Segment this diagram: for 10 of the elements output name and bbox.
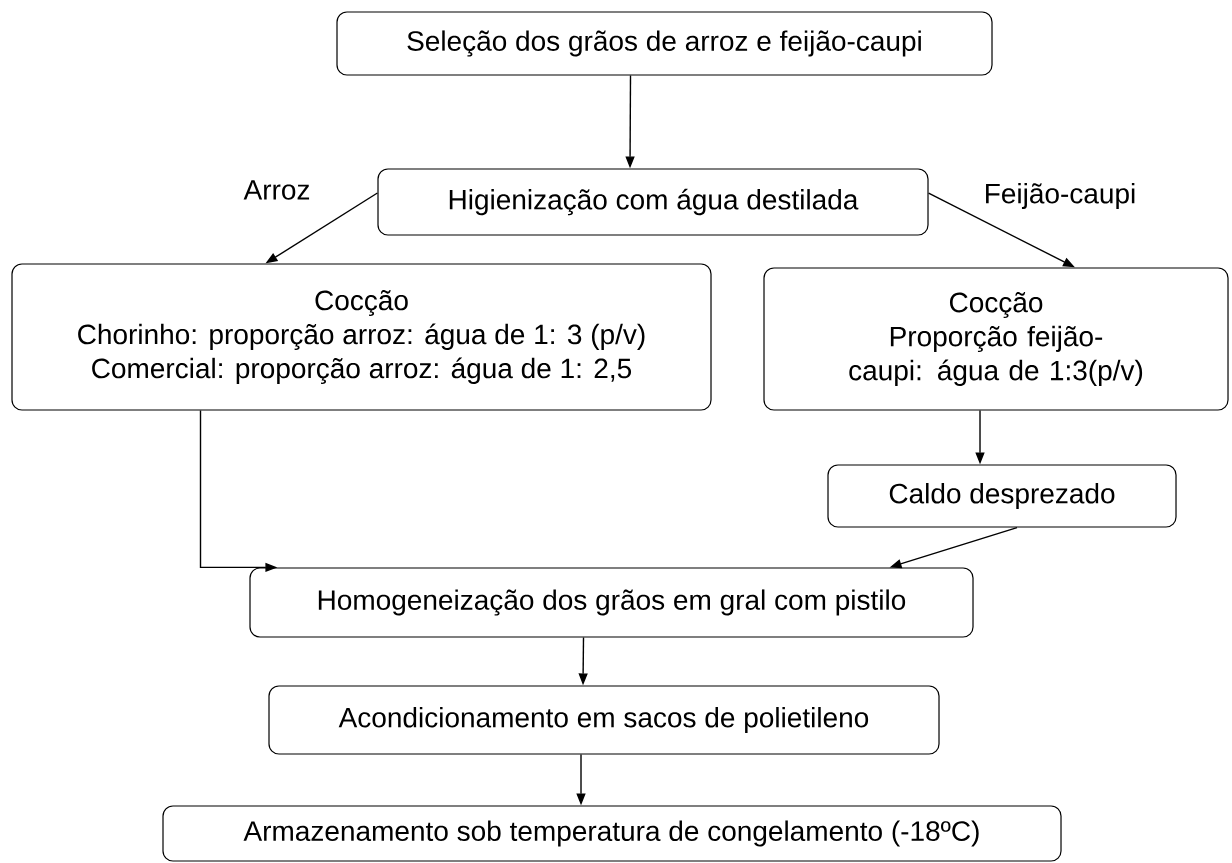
- process-box: Armazenamento sob temperatura de congelamento (-18ºC): [162, 805, 1062, 862]
- process-box: Caldo desprezado: [827, 464, 1177, 528]
- process-box: Homogeneização dos grãos em gral com pistilo: [249, 567, 974, 638]
- edge-label: Feijão-caupi: [986, 182, 1135, 210]
- process-box: Seleção dos grãos de arroz e feijão-caupi: [336, 11, 993, 76]
- edge-label: Arroz: [243, 180, 310, 200]
- process-box: Cocção Proporção feijão-caupi: água de 1:3(p/v): [763, 267, 1229, 411]
- process-box: Acondicionamento em sacos de polietileno: [268, 685, 940, 755]
- process-box: Cocção Chorinho: proporção arroz: água de 1: 3 (p/v) Comercial: proporção arroz: água de 1: 2,5: [11, 263, 712, 411]
- process-box: Higienização com água destilada: [377, 168, 929, 236]
